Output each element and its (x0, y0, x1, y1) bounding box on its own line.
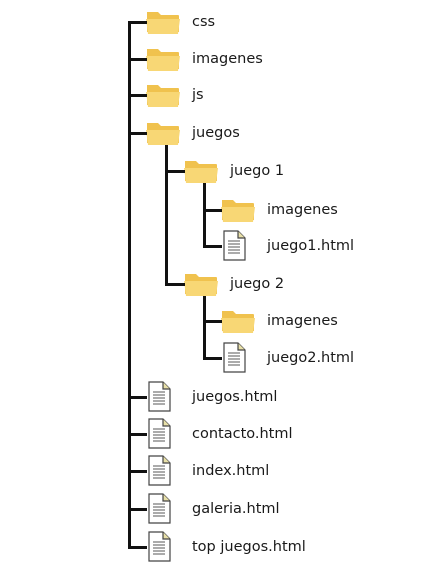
tree-trunk-line (128, 22, 131, 549)
tree-branch-line (128, 94, 147, 97)
folder-icon (220, 196, 256, 228)
file-document-icon (222, 230, 248, 266)
folder-label-juegos: juegos (192, 125, 240, 141)
tree-branch-line (128, 132, 147, 135)
file-label-contacto-html: contacto.html (192, 426, 293, 442)
tree-branch-line (128, 546, 147, 549)
folder-icon (145, 45, 181, 77)
tree-branch-line (128, 21, 147, 24)
file-document-icon (147, 455, 173, 491)
folder-label-juego-1: juego 1 (230, 163, 285, 179)
file-document-icon (147, 381, 173, 417)
folder-icon (183, 270, 219, 302)
tree-branch-line (203, 357, 222, 360)
tree-branch-line (203, 320, 222, 323)
tree-trunk-line (203, 296, 206, 360)
file-document-icon (147, 531, 173, 567)
folder-label-juego-2: juego 2 (230, 276, 285, 292)
folder-label-js: js (192, 87, 204, 103)
tree-branch-line (165, 170, 185, 173)
file-label-juego1-html: juego1.html (267, 238, 355, 254)
tree-branch-line (165, 283, 185, 286)
folder-label-imagenes: imagenes (267, 313, 338, 329)
file-label-top-juegos-html: top juegos.html (192, 539, 306, 555)
tree-branch-line (128, 58, 147, 61)
folder-icon (220, 307, 256, 339)
tree-trunk-line (165, 145, 168, 286)
tree-branch-line (203, 245, 222, 248)
file-label-galeria-html: galeria.html (192, 501, 280, 517)
tree-branch-line (203, 209, 222, 212)
folder-label-css: css (192, 14, 216, 30)
folder-icon (183, 157, 219, 189)
folder-label-imagenes: imagenes (192, 51, 263, 67)
file-document-icon (222, 342, 248, 378)
folder-icon (145, 8, 181, 40)
folder-icon (145, 119, 181, 151)
tree-branch-line (128, 508, 147, 511)
file-label-index-html: index.html (192, 463, 270, 479)
tree-branch-line (128, 470, 147, 473)
tree-trunk-line (203, 183, 206, 248)
tree-branch-line (128, 433, 147, 436)
file-document-icon (147, 418, 173, 454)
file-label-juego2-html: juego2.html (267, 350, 355, 366)
folder-label-imagenes: imagenes (267, 202, 338, 218)
file-label-juegos-html: juegos.html (192, 389, 278, 405)
tree-branch-line (128, 396, 147, 399)
folder-icon (145, 81, 181, 113)
file-document-icon (147, 493, 173, 529)
